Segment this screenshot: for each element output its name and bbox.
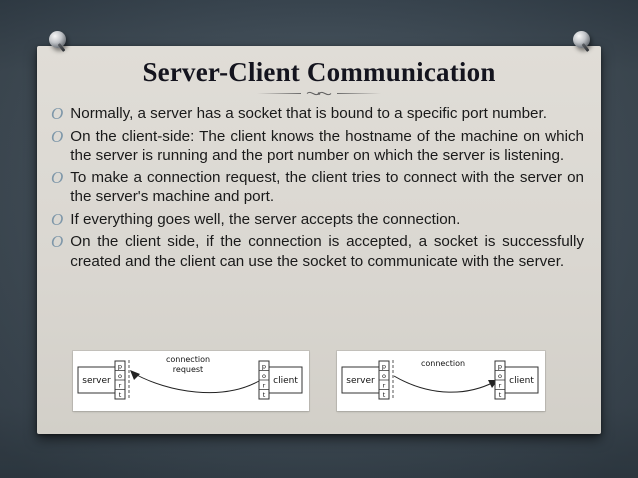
connection-line (393, 375, 495, 393)
port-letter: p (262, 363, 266, 371)
bullet-marker: O (51, 168, 64, 188)
server-label: server (82, 376, 111, 386)
client-box (268, 366, 303, 394)
port-letter: p (118, 363, 122, 371)
bullet-item: O On the client-side: The client knows t… (51, 127, 584, 166)
push-pin-left-icon (49, 31, 66, 48)
port-letter: t (119, 391, 122, 399)
bullet-text: Normally, a server has a socket that is … (70, 105, 547, 122)
bullet-text: If everything goes well, the server acce… (70, 210, 461, 228)
port-letter: t (383, 391, 386, 399)
bullet-item: O Normally, a server has a socket that i… (51, 104, 584, 124)
bullet-text: On the client side, if the connection is… (70, 233, 584, 270)
arrow-label: connection (166, 355, 210, 364)
diagram-connection-established: server p o r t connection (337, 351, 545, 411)
server-port-dividers (115, 370, 125, 390)
connection-request-figure: server p o r t connection request (77, 355, 303, 400)
port-letter: o (498, 372, 502, 380)
slide-title: Server-Client Communication (142, 57, 496, 87)
port-letter: r (499, 382, 502, 390)
request-arrow (132, 372, 260, 394)
bullet-item: O On the client side, if the connection … (51, 232, 584, 271)
request-arrowhead (130, 370, 140, 380)
server-box (77, 366, 116, 394)
title-ornament (37, 89, 601, 98)
bullet-marker: O (51, 232, 64, 252)
slide-panel: Server-Client Communication O Normally, … (37, 46, 601, 434)
arrow-label: connection (421, 359, 465, 368)
connection-established-figure: server p o r t connection (341, 359, 539, 400)
bullet-item: O To make a connection request, the clie… (51, 168, 584, 207)
ornament-line-right (337, 93, 381, 94)
server-port-dividers (379, 370, 389, 390)
client-label: client (509, 376, 534, 386)
ornament-line-left (257, 93, 301, 94)
port-letter: t (499, 391, 502, 399)
bullet-marker: O (51, 104, 64, 123)
port-letter: p (498, 363, 502, 371)
port-letter: r (383, 382, 386, 390)
port-letter: t (263, 391, 266, 399)
server-box (341, 366, 380, 394)
port-letter: o (262, 372, 266, 380)
client-port-dividers (259, 370, 269, 390)
port-letter: r (263, 382, 266, 390)
client-box (504, 366, 539, 394)
diagram-row: server p o r t connection request (73, 351, 545, 411)
bullet-text: On the client-side: The client knows the… (70, 127, 584, 164)
bullet-item: O If everything goes well, the server ac… (51, 210, 584, 230)
arrow-label: request (173, 365, 203, 374)
port-letter: r (119, 382, 122, 390)
bullet-text: To make a connection request, the client… (70, 169, 584, 206)
bullet-marker: O (51, 209, 64, 229)
client-label: client (273, 376, 298, 386)
fleuron-icon (306, 91, 332, 96)
port-letter: o (118, 372, 122, 380)
bullet-marker: O (51, 126, 64, 146)
client-port-dividers (495, 370, 505, 390)
push-pin-right-icon (573, 31, 590, 48)
port-letter: o (382, 372, 386, 380)
bullet-list: O Normally, a server has a socket that i… (51, 104, 584, 271)
server-label: server (346, 376, 375, 386)
diagram-connection-request: server p o r t connection request (73, 351, 309, 411)
port-letter: p (382, 363, 386, 371)
